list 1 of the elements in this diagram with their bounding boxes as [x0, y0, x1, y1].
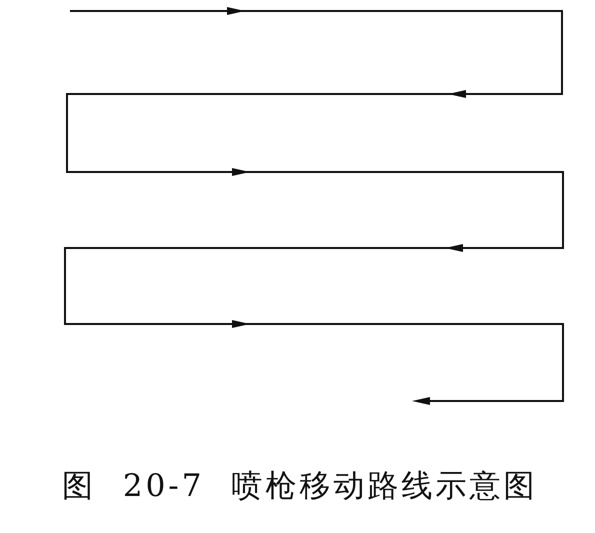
- figure-caption: 图 20-7 喷枪移动路线示意图: [62, 467, 538, 506]
